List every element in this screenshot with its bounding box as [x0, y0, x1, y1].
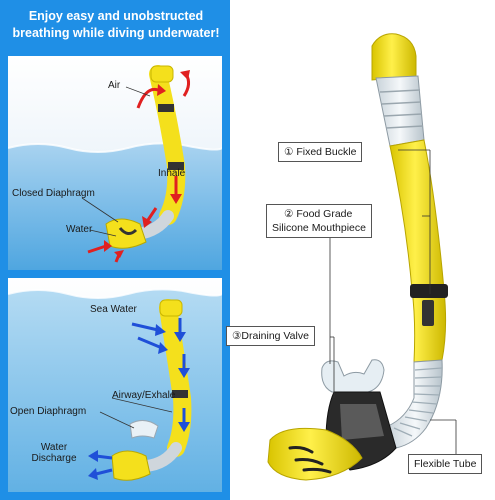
callout-mouthpiece-line-2: Silicone Mouthpiece	[272, 222, 366, 234]
callout-draining-valve: ③Draining Valve	[226, 326, 315, 346]
label-water-discharge-line-2: Discharge	[31, 453, 77, 464]
snorkel-product-image	[267, 33, 457, 481]
label-water: Water	[66, 224, 93, 235]
callout-flexible-tube: Flexible Tube	[408, 454, 483, 474]
label-inhale: Inhale	[158, 168, 186, 179]
label-water-discharge-line-1: Water	[40, 442, 68, 453]
label-air: Air	[108, 80, 121, 91]
label-airway-exhale: Airway/Exhale	[112, 390, 176, 401]
inhale-illustration	[8, 56, 222, 270]
label-closed-diaphragm: Closed Diaphragm	[12, 188, 95, 199]
callout-fixed-buckle: ① Fixed Buckle	[278, 142, 363, 162]
label-open-diaphragm: Open Diaphragm	[10, 406, 87, 417]
headline-line-2: breathing while diving underwater!	[12, 26, 220, 40]
exhale-diagram: Sea Water Airway/Exhale Open Diaphragm W…	[8, 278, 222, 492]
label-sea-water: Sea Water	[90, 304, 137, 315]
label-water-discharge: Water Discharge	[24, 442, 84, 464]
exhale-illustration	[8, 278, 222, 492]
callout-mouthpiece-line-1: ② Food Grade	[284, 208, 353, 220]
headline: Enjoy easy and unobstructed breathing wh…	[6, 8, 226, 42]
callout-mouthpiece: ② Food Grade Silicone Mouthpiece	[266, 204, 372, 238]
headline-line-1: Enjoy easy and unobstructed	[28, 9, 204, 23]
inhale-diagram: Air Inhale Closed Diaphragm Water	[8, 56, 222, 270]
info-panel: Enjoy easy and unobstructed breathing wh…	[0, 0, 230, 500]
